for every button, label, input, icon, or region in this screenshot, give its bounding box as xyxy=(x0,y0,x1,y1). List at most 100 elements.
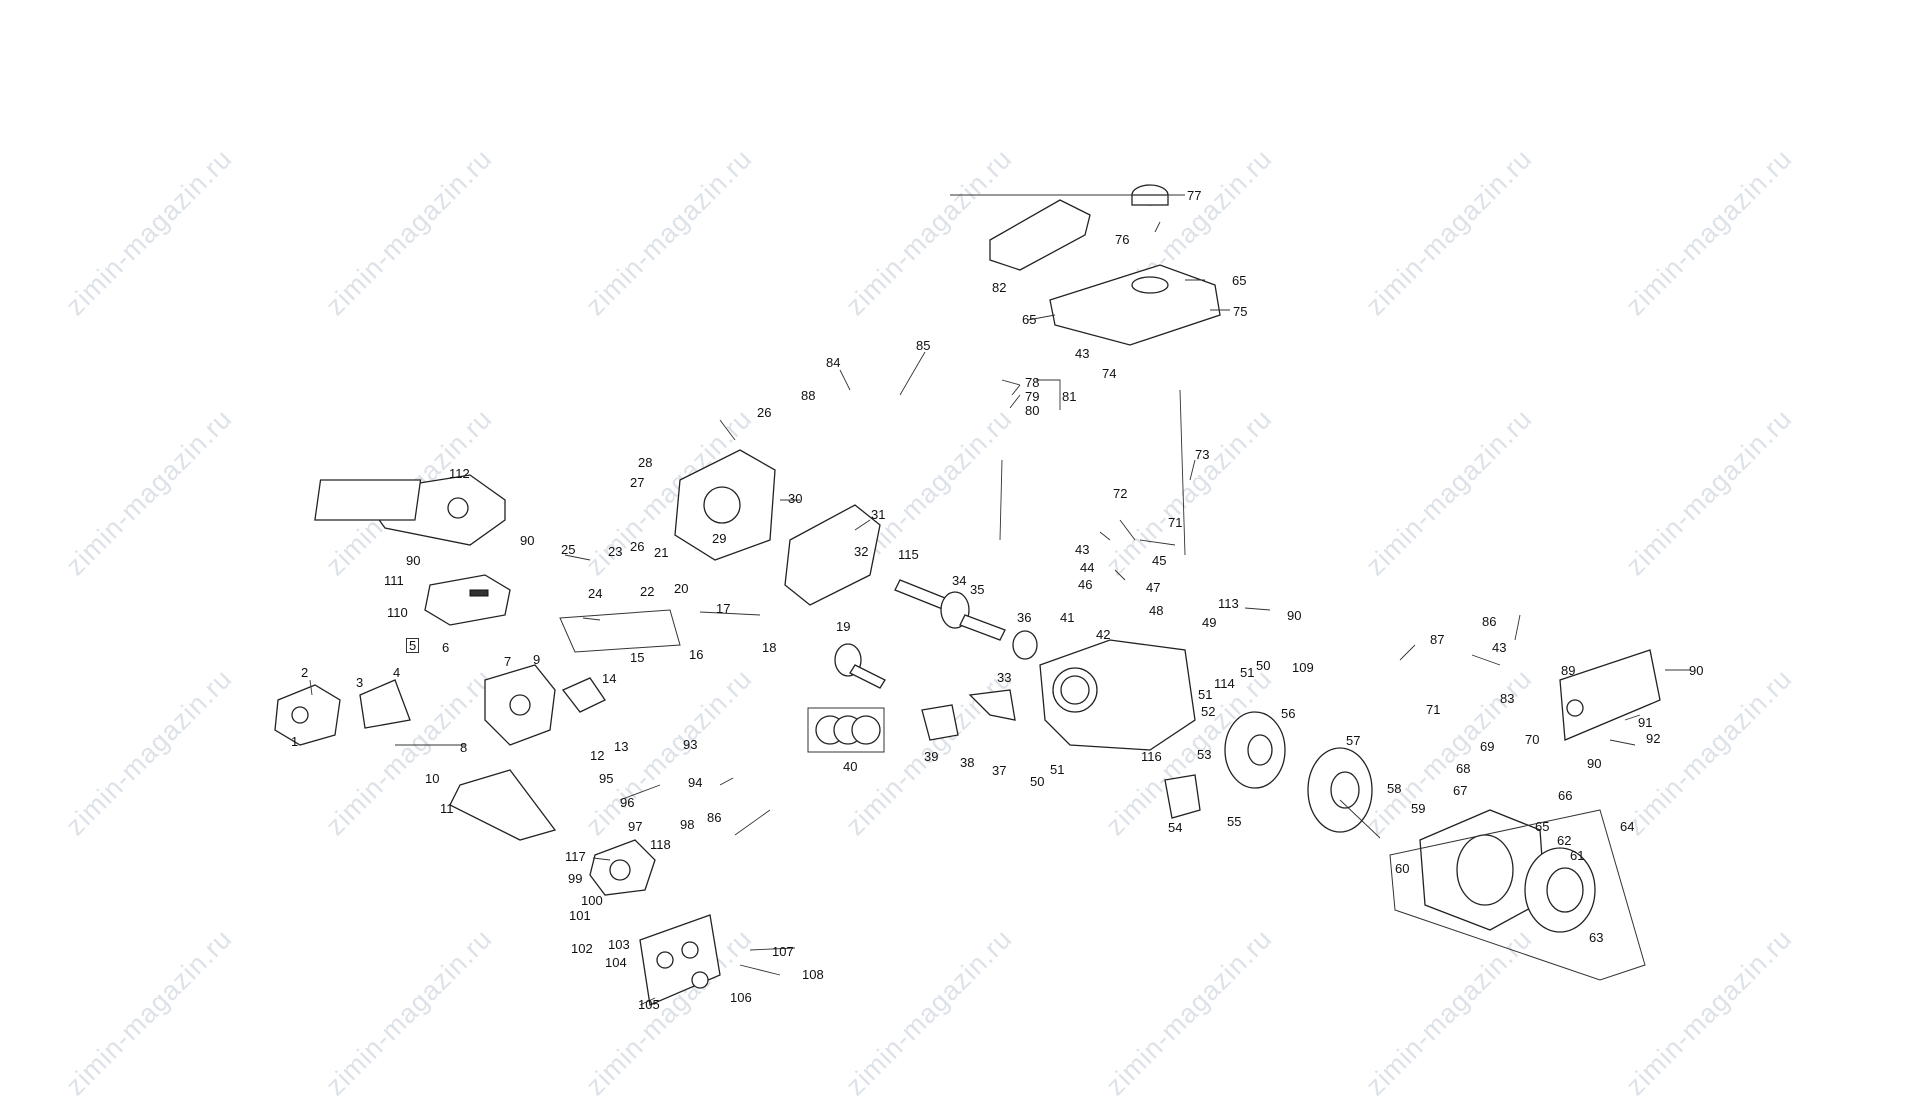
callout-51a: 51 xyxy=(1050,762,1065,777)
callout-53: 53 xyxy=(1197,747,1212,762)
callout-83: 83 xyxy=(1500,691,1515,706)
callout-32: 32 xyxy=(854,544,869,559)
callout-6: 6 xyxy=(442,640,450,655)
callout-90c: 90 xyxy=(1287,608,1302,623)
flywheel xyxy=(1224,711,1286,789)
ignition-coil xyxy=(1164,774,1201,819)
callout-112: 112 xyxy=(449,466,470,481)
callout-79: 79 xyxy=(1025,389,1040,404)
callout-4: 4 xyxy=(393,665,401,680)
callout-55: 55 xyxy=(1227,814,1242,829)
callout-110: 110 xyxy=(387,605,408,620)
callout-8: 8 xyxy=(460,740,468,755)
camshaft xyxy=(834,643,886,689)
callout-90b: 90 xyxy=(406,553,421,568)
callout-105: 105 xyxy=(638,997,660,1012)
fuel-tank xyxy=(1049,264,1221,346)
callout-98: 98 xyxy=(680,817,695,832)
callout-104: 104 xyxy=(605,955,627,970)
callout-101: 101 xyxy=(569,908,591,923)
callout-12: 12 xyxy=(590,748,605,763)
callout-35: 35 xyxy=(970,582,985,597)
callout-103: 103 xyxy=(608,937,630,952)
callout-87: 87 xyxy=(1430,632,1445,647)
callout-102: 102 xyxy=(571,941,593,956)
callout-93: 93 xyxy=(683,737,698,752)
callout-86a: 86 xyxy=(1482,614,1497,629)
callout-84: 84 xyxy=(826,355,841,370)
callout-77: 77 xyxy=(1187,188,1202,203)
starter-frame xyxy=(1389,809,1646,981)
callout-72: 72 xyxy=(1113,486,1128,501)
callout-45: 45 xyxy=(1152,553,1167,568)
callout-43b: 43 xyxy=(1075,542,1090,557)
piston-rings-frame xyxy=(807,707,885,753)
callout-75: 75 xyxy=(1233,304,1248,319)
callout-56: 56 xyxy=(1281,706,1296,721)
callout-116: 116 xyxy=(1141,749,1162,764)
callout-113: 113 xyxy=(1218,596,1239,611)
callout-85: 85 xyxy=(916,338,931,353)
callout-82: 82 xyxy=(992,280,1007,295)
callout-59: 59 xyxy=(1411,801,1426,816)
callout-108: 108 xyxy=(802,967,824,982)
tank-bracket xyxy=(989,199,1091,271)
callout-49: 49 xyxy=(1202,615,1217,630)
callout-70: 70 xyxy=(1525,732,1540,747)
callout-20: 20 xyxy=(674,581,689,596)
callout-68: 68 xyxy=(1456,761,1471,776)
callout-29: 29 xyxy=(712,531,727,546)
callout-2: 2 xyxy=(301,665,309,680)
callout-63: 63 xyxy=(1589,930,1604,945)
side-cover xyxy=(674,449,776,561)
callout-42: 42 xyxy=(1096,627,1111,642)
callout-118: 118 xyxy=(650,837,671,852)
callout-58: 58 xyxy=(1387,781,1402,796)
callout-39: 39 xyxy=(924,749,939,764)
callout-18: 18 xyxy=(762,640,777,655)
callout-115: 115 xyxy=(898,547,919,562)
callout-28: 28 xyxy=(638,455,653,470)
air-cleaner-cover xyxy=(314,474,506,546)
rocker-cover xyxy=(274,684,341,746)
callout-62: 62 xyxy=(1557,833,1572,848)
callout-71b: 71 xyxy=(1426,702,1441,717)
callout-109: 109 xyxy=(1292,660,1314,675)
callout-86b: 86 xyxy=(707,810,722,825)
callout-25: 25 xyxy=(561,542,576,557)
callout-14: 14 xyxy=(602,671,617,686)
callout-26a: 26 xyxy=(757,405,772,420)
callout-24: 24 xyxy=(588,586,603,601)
callout-60: 60 xyxy=(1395,861,1410,876)
bearing xyxy=(1012,630,1038,660)
callout-30: 30 xyxy=(788,491,803,506)
callout-41: 41 xyxy=(1060,610,1075,625)
callout-15: 15 xyxy=(630,650,645,665)
callout-94: 94 xyxy=(688,775,703,790)
callout-61: 61 xyxy=(1570,848,1585,863)
callout-73: 73 xyxy=(1195,447,1210,462)
crankcase-gasket xyxy=(784,504,881,606)
callout-23: 23 xyxy=(608,544,623,559)
callout-47: 47 xyxy=(1146,580,1161,595)
callout-69: 69 xyxy=(1480,739,1495,754)
callout-26b: 26 xyxy=(630,539,645,554)
callout-51b: 51 xyxy=(1198,687,1213,702)
callout-48: 48 xyxy=(1149,603,1164,618)
callout-100: 100 xyxy=(581,893,603,908)
fan-housing xyxy=(1419,809,1546,931)
muffler-guard xyxy=(449,769,557,841)
callout-36: 36 xyxy=(1017,610,1032,625)
callout-22: 22 xyxy=(640,584,655,599)
callout-65a: 65 xyxy=(1232,273,1247,288)
callout-97: 97 xyxy=(628,819,643,834)
callout-13: 13 xyxy=(614,739,629,754)
carburetor xyxy=(589,839,656,896)
callout-57: 57 xyxy=(1346,733,1361,748)
callout-81: 81 xyxy=(1062,389,1077,404)
callout-114: 114 xyxy=(1214,676,1235,691)
callout-16: 16 xyxy=(689,647,704,662)
callout-1: 1 xyxy=(291,734,299,749)
valve-train-frame xyxy=(559,609,681,653)
callout-74: 74 xyxy=(1102,366,1117,381)
